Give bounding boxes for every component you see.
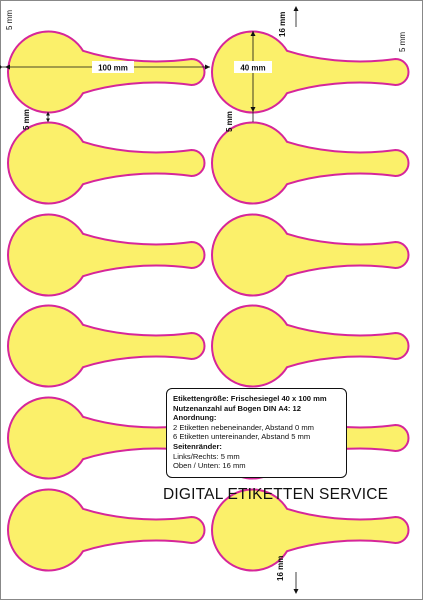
arrow-head-icon	[250, 31, 256, 36]
arrow-head-icon	[205, 64, 210, 70]
arrow-head-icon	[293, 6, 299, 11]
diameter-label: 40 mm	[240, 64, 265, 73]
width-label-group: 100 mm	[92, 61, 134, 73]
label-shape-r3-c1	[7, 213, 206, 297]
label-shape-r2-c2	[211, 121, 410, 205]
spec-arrangement-vertical: 6 Etiketten untereinander, Abstand 5 mm	[173, 432, 311, 442]
brand-name: DIGITAL ETIKETTEN SERVICE	[163, 486, 389, 503]
arrow-head-icon	[293, 589, 299, 594]
label-shape-r1-c2	[211, 30, 410, 114]
spec-sheet-count: Nutzenanzahl auf Bogen DIN A4: 12	[173, 403, 301, 413]
arrow-head-icon	[46, 118, 50, 122]
label-shape-r6-c1	[7, 488, 206, 572]
gap-label-right: 5 mm	[225, 111, 234, 132]
margin-right-label: 5 mm	[398, 32, 407, 52]
bottom-margin-label: 16 mm	[276, 556, 285, 581]
spec-margins-top-bottom: Oben / Unten: 16 mm	[173, 461, 246, 471]
arrow-head-icon	[46, 112, 50, 116]
label-backdrop	[234, 61, 272, 73]
arrow-head-icon	[250, 107, 256, 112]
arrow-head-icon	[0, 65, 2, 69]
gap-label-left: 5 mm	[22, 109, 31, 130]
spec-margins-sides: Links/Rechts: 5 mm	[173, 451, 240, 461]
width-label: 100 mm	[98, 64, 128, 73]
spec-arrangement-heading: Anordnung:	[173, 413, 217, 423]
label-shape-r2-c1	[7, 121, 206, 205]
diameter-label-group: 40 mm	[234, 61, 272, 73]
label-backdrop	[92, 61, 134, 73]
spec-arrangement-horizontal: 2 Etiketten nebeneinander, Abstand 0 mm	[173, 422, 315, 432]
spec-label-size: Etikettengröße: Frischesiegel 40 x 100 m…	[173, 394, 327, 403]
spec-margins-heading: Seitenränder:	[173, 441, 222, 451]
specification-box: Etikettengröße: Frischesiegel 40 x 100 m…	[166, 388, 347, 478]
label-shape-r3-c2	[211, 213, 410, 297]
margin-left-label: 5 mm	[5, 10, 14, 30]
top-margin-label: 16 mm	[278, 12, 287, 37]
label-shape-r6-c2	[211, 488, 410, 572]
arrow-head-icon	[5, 64, 10, 70]
label-shape-r4-c2	[211, 304, 410, 388]
label-shape-r4-c1	[7, 304, 206, 388]
